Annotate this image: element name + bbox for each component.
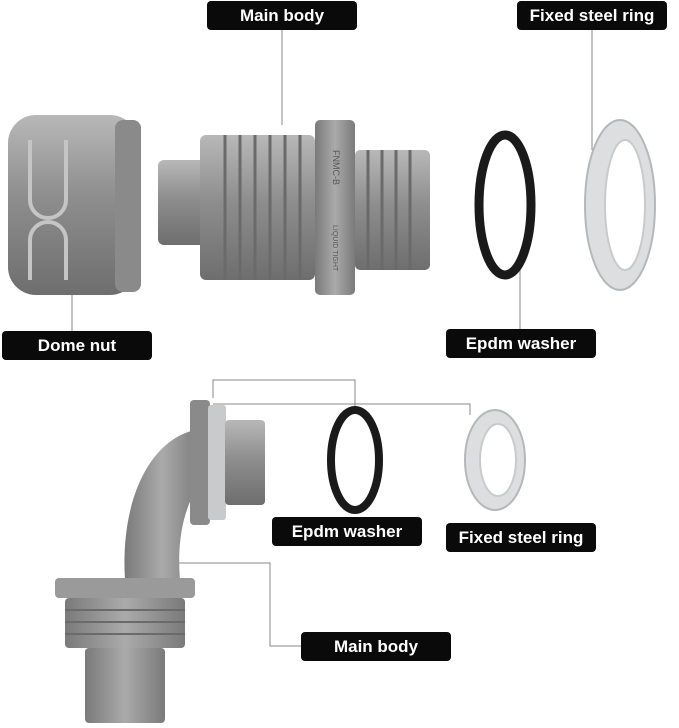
label-epdm-washer-top: Epdm washer (446, 329, 596, 358)
fixed-steel-ring-part (584, 119, 656, 291)
label-dome-nut: Dome nut (2, 331, 152, 360)
label-fixed-steel-ring-top: Fixed steel ring (517, 1, 667, 30)
marking-liquid-tight: LIQUID TIGHT (331, 225, 338, 272)
label-main-body-top: Main body (207, 1, 357, 30)
main-body-part: FNMC-B LIQUID TIGHT (158, 120, 430, 295)
dome-nut-part (8, 115, 141, 295)
marking-fnmc: FNMC-B (331, 150, 341, 185)
elbow-main-body-part (55, 400, 265, 723)
label-main-body-bottom: Main body (301, 632, 451, 661)
leader-lines (71, 30, 593, 647)
label-epdm-washer-bottom: Epdm washer (272, 517, 422, 546)
label-fixed-steel-ring-bottom: Fixed steel ring (446, 523, 596, 552)
epdm-washer-part-bottom (327, 406, 383, 514)
epdm-washer-part (474, 130, 536, 280)
fixed-steel-ring-part-bottom (464, 409, 526, 511)
